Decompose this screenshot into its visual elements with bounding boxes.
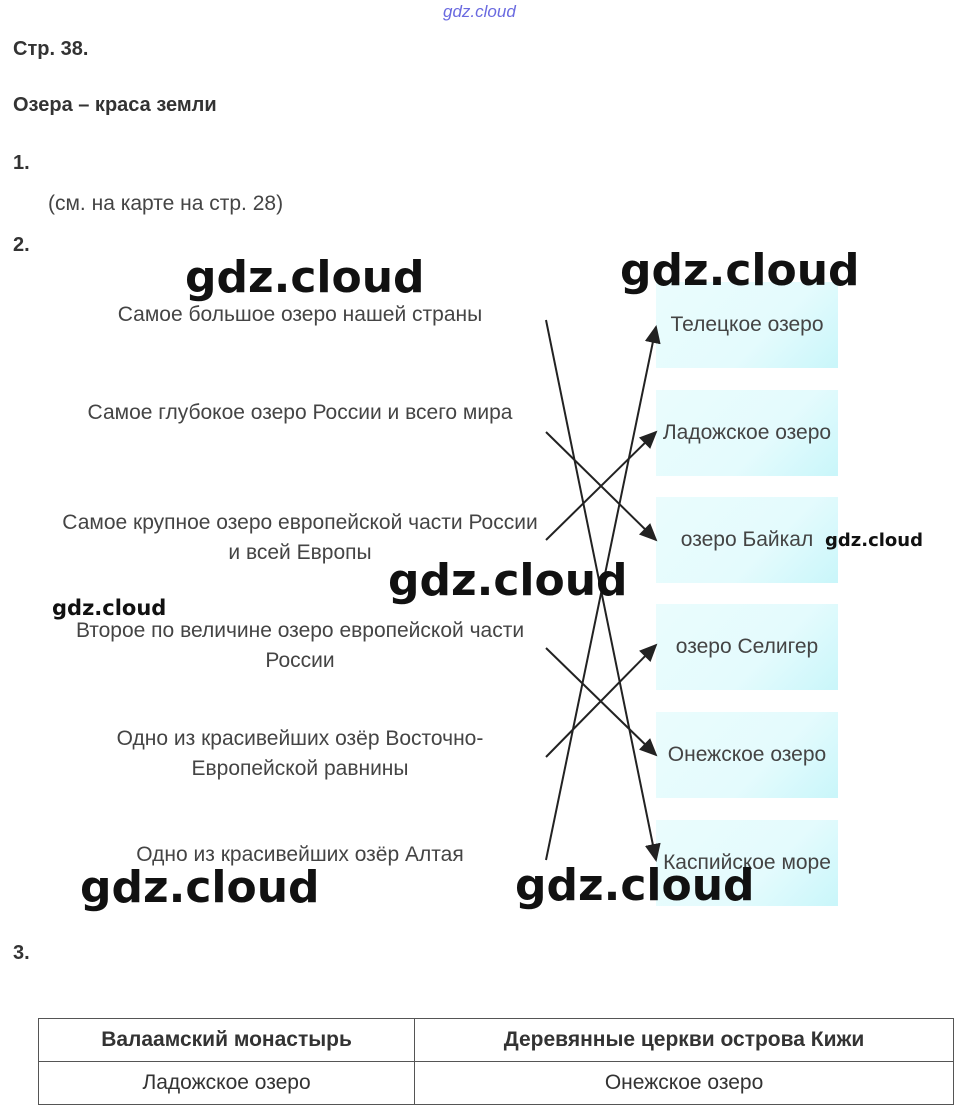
watermark: gdz.cloud xyxy=(620,245,860,296)
watermark: gdz.cloud xyxy=(825,530,923,551)
watermark: gdz.cloud xyxy=(515,860,755,911)
table-cell: Ладожское озеро xyxy=(37,1061,416,1105)
task-2-number: 2. xyxy=(13,234,30,256)
task-1-note: (см. на карте на стр. 28) xyxy=(48,192,284,215)
watermark: gdz.cloud xyxy=(185,252,425,303)
right-item: озеро Селигер xyxy=(656,604,838,690)
right-item: Телецкое озеро xyxy=(656,282,838,368)
match-arrow xyxy=(545,325,661,861)
watermark: gdz.cloud xyxy=(80,862,320,913)
table-cell: Онежское озеро xyxy=(414,1061,954,1105)
left-item: Одно из красивейших озёр Алтая xyxy=(136,843,464,866)
table-header: Валаамский монастырь xyxy=(37,1018,416,1062)
left-item: Самое крупное озеро европейской части Ро… xyxy=(62,511,538,564)
page-label: Стр. 38. xyxy=(13,38,89,60)
right-item: Каспийское море xyxy=(656,820,838,906)
section-title: Озера – краса земли xyxy=(13,94,217,116)
left-item: Второе по величине озеро европейской час… xyxy=(75,619,525,672)
right-item: Онежское озеро xyxy=(656,712,838,798)
table-header: Деревянные церкви острова Кижи xyxy=(414,1018,954,1062)
left-item: Самое глубокое озеро России и всего мира xyxy=(87,401,513,424)
watermark-top: gdz.cloud xyxy=(443,2,516,21)
task-1-number: 1. xyxy=(13,152,30,174)
right-item: озеро Байкал xyxy=(656,497,838,583)
watermark: gdz.cloud xyxy=(388,555,628,606)
match-arrow xyxy=(545,643,658,758)
left-item: Одно из красивейших озёр Восточно-Европе… xyxy=(116,727,484,780)
match-arrow xyxy=(545,430,658,541)
right-item: Ладожское озеро xyxy=(656,390,838,476)
left-item: Самое большое озеро нашей страны xyxy=(117,303,483,326)
task-3-number: 3. xyxy=(13,942,30,964)
watermark: gdz.cloud xyxy=(52,596,167,620)
